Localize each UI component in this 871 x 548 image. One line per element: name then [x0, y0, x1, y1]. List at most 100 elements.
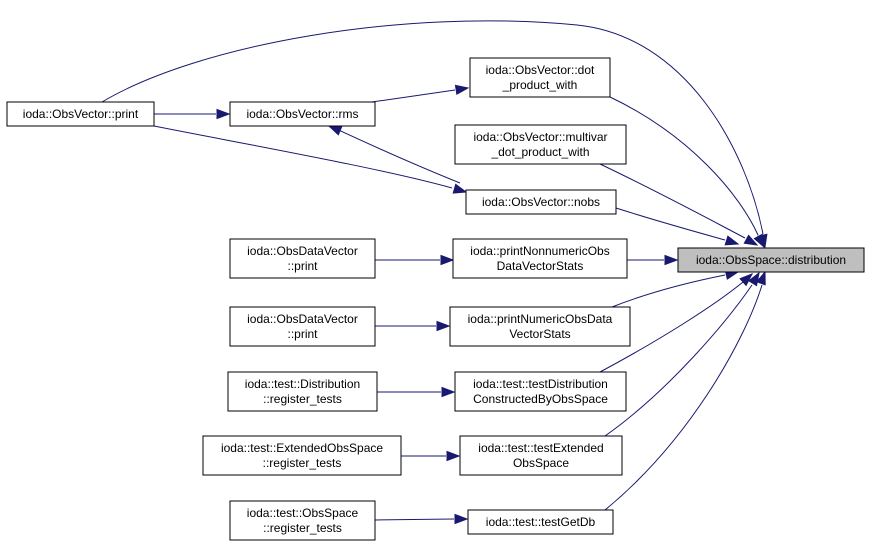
edge-rms-to-nobs-line: [329, 125, 461, 184]
node-label-line: ioda::ObsSpace::distribution: [696, 253, 846, 267]
edge-nonnumeric-to-distribution-arrowhead: [664, 254, 679, 266]
node-box: [454, 371, 627, 412]
edge-print-to-distribution: [101, 20, 768, 249]
edge-dot-product-to-distribution: [609, 96, 765, 249]
edge-testdistribution-to-distribution: [599, 273, 754, 373]
edge-extended-register-to-testextended: [401, 450, 461, 462]
node-label-line: ObsSpace: [513, 456, 569, 470]
edge-dot-product-to-distribution-arrowhead: [753, 233, 765, 249]
edge-testdistribution-to-distribution-arrowhead: [739, 273, 754, 287]
node-label-line: ioda::printNonnumericObs: [470, 244, 609, 258]
edge-rms-to-nobs: [327, 125, 461, 184]
edge-obsdatavector-print1-to-nonnumeric: [375, 254, 455, 266]
edge-rms-to-nobs-arrowhead: [327, 125, 343, 136]
edge-dot-product-to-distribution-line: [609, 96, 759, 236]
node-label-line: ioda::ObsDataVector: [247, 244, 358, 258]
node-box: [677, 247, 865, 273]
node-obsvector-print[interactable]: ioda::ObsVector::print: [6, 101, 155, 127]
edge-multivar-to-distribution: [599, 163, 759, 246]
node-label-line: ioda::test::testDistribution: [473, 377, 608, 391]
edge-obsdatavector-print1-to-nonnumeric-arrowhead: [440, 254, 455, 266]
edge-testextended-to-distribution: [604, 271, 760, 437]
node-box: [227, 371, 378, 412]
node-box: [6, 101, 155, 127]
node-obsvector-nobs[interactable]: ioda::ObsVector::nobs: [465, 189, 617, 215]
edge-print-to-rms: [154, 108, 231, 120]
node-test-distribution-constructed[interactable]: ioda::test::testDistributionConstructedB…: [454, 371, 627, 412]
node-label-line: ::register_tests: [263, 456, 342, 470]
edge-nobs-to-distribution-arrowhead: [724, 235, 740, 246]
edge-testextended-to-distribution-line: [604, 284, 753, 437]
node-box: [202, 435, 402, 476]
edge-obsspace-register-to-testgetdb: [374, 513, 469, 525]
node-label-line: VectorStats: [509, 327, 570, 341]
edge-numeric-to-distribution-line: [611, 274, 726, 308]
edge-rms-to-dot-product: [371, 84, 470, 103]
edge-nobs-to-distribution-line: [615, 207, 726, 241]
edge-obsspace-register-to-testgetdb-arrowhead: [454, 513, 469, 525]
edge-distribution-register-to-testdistribution-arrowhead: [441, 386, 456, 398]
edge-testgetdb-to-distribution: [604, 270, 766, 511]
node-label-line: ioda::test::testGetDb: [486, 515, 596, 529]
node-label-line: ioda::printNumericObsData: [468, 312, 613, 326]
node-box: [229, 306, 376, 347]
node-obsdatavector-print-1[interactable]: ioda::ObsDataVector::print: [229, 238, 376, 279]
edge-obsspace-register-to-testgetdb-line: [374, 518, 455, 521]
edge-extended-register-to-testextended-arrowhead: [446, 450, 461, 462]
edge-testgetdb-to-distribution-arrowhead: [755, 270, 766, 286]
node-label-line: ioda::test::ObsSpace: [247, 506, 359, 520]
node-box: [469, 57, 611, 98]
node-label-line: ::register_tests: [263, 521, 342, 535]
node-label-line: ConstructedByObsSpace: [473, 392, 608, 406]
node-label-line: ioda::ObsVector::nobs: [482, 195, 600, 209]
node-box: [459, 435, 623, 476]
edge-numeric-to-distribution: [611, 269, 740, 308]
edge-distribution-register-to-testdistribution: [377, 386, 456, 398]
node-obsspace-distribution[interactable]: ioda::ObsSpace::distribution: [677, 247, 865, 273]
node-label-line: ioda::ObsVector::print: [23, 107, 139, 121]
node-box: [465, 189, 617, 215]
edge-print-to-rms-arrowhead: [216, 108, 231, 120]
node-obsvector-rms[interactable]: ioda::ObsVector::rms: [229, 101, 376, 127]
node-label-line: ioda::ObsVector::multivar: [473, 130, 607, 144]
edge-testextended-to-distribution-arrowhead: [748, 271, 760, 287]
node-label-line: ::print: [287, 327, 318, 341]
node-label-line: ioda::test::Distribution: [245, 377, 360, 391]
edge-testdistribution-to-distribution-line: [599, 281, 744, 373]
node-box: [454, 124, 627, 165]
node-box: [229, 101, 376, 127]
node-obsspace-register-tests[interactable]: ioda::test::ObsSpace::register_tests: [229, 500, 376, 541]
edge-print-to-nobs: [153, 125, 468, 194]
edge-nonnumeric-to-distribution: [627, 254, 679, 266]
node-extendedobsspace-register-tests[interactable]: ioda::test::ExtendedObsSpace::register_t…: [202, 435, 402, 476]
edge-rms-to-dot-product-line: [371, 89, 456, 103]
node-obsvector-dot-product-with[interactable]: ioda::ObsVector::dot_product_with: [469, 57, 611, 98]
node-label-line: ioda::ObsDataVector: [247, 312, 358, 326]
node-obsvector-multivar-dot-product-with[interactable]: ioda::ObsVector::multivar_dot_product_wi…: [454, 124, 627, 165]
node-box: [229, 500, 376, 541]
node-obsdatavector-print-2[interactable]: ioda::ObsDataVector::print: [229, 306, 376, 347]
edge-obsdatavector-print2-to-numeric: [375, 320, 451, 332]
node-test-get-db[interactable]: ioda::test::testGetDb: [467, 509, 614, 535]
call-graph-nodes: ioda::ObsVector::print ioda::ObsVector::r…: [6, 57, 865, 541]
call-graph-edges: [101, 20, 768, 525]
edge-rms-to-dot-product-arrowhead: [454, 84, 470, 96]
edge-obsdatavector-print2-to-numeric-arrowhead: [436, 320, 451, 332]
node-label-line: _dot_product_with: [490, 145, 589, 159]
node-box: [229, 238, 376, 279]
node-label-line: ::register_tests: [263, 392, 342, 406]
node-distribution-register-tests[interactable]: ioda::test::Distribution::register_tests: [227, 371, 378, 412]
edge-multivar-to-distribution-line: [599, 163, 746, 239]
node-box: [452, 238, 628, 279]
node-label-line: ioda::test::testExtended: [478, 441, 603, 455]
edge-print-to-distribution-line: [101, 20, 764, 235]
node-box: [449, 306, 631, 347]
edge-nobs-to-distribution: [615, 207, 740, 246]
edge-multivar-to-distribution-arrowhead: [743, 234, 759, 246]
node-label-line: ioda::ObsVector::rms: [246, 107, 358, 121]
edge-print-to-nobs-line: [153, 125, 453, 189]
